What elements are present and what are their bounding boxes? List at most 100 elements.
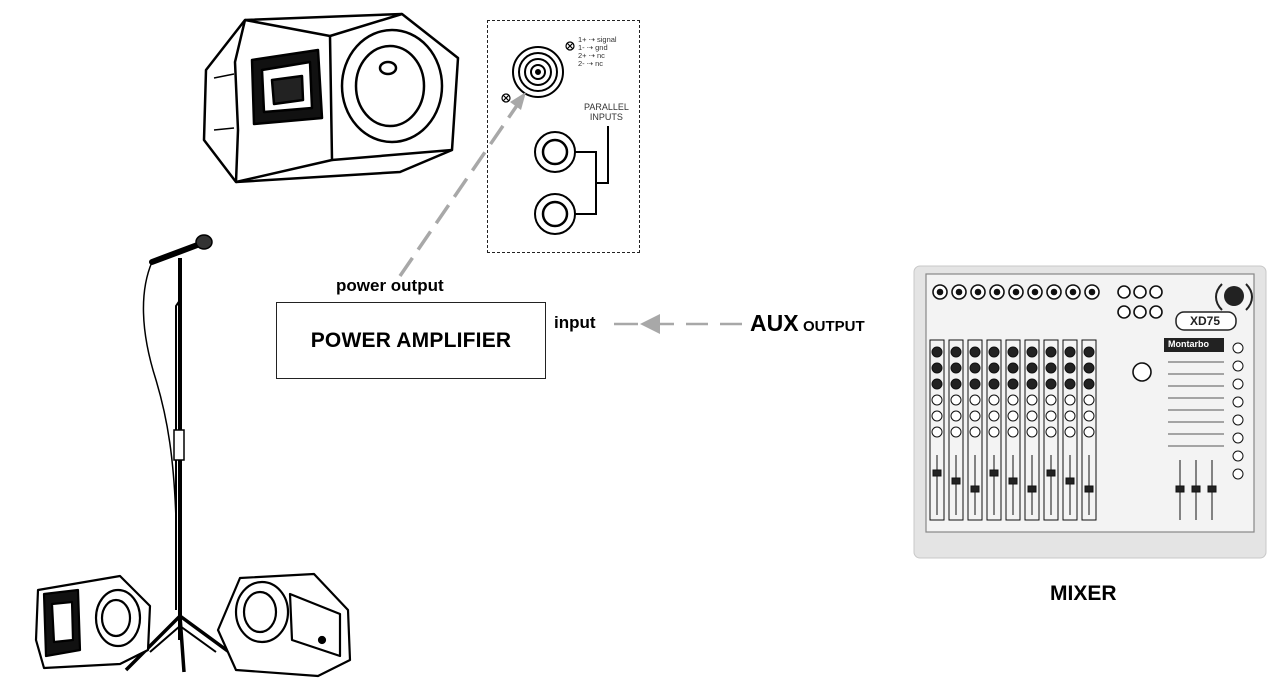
jack-icon: [1117, 285, 1131, 299]
knob-icon: [950, 346, 962, 358]
pin-legend: 1+ ⇢ signal 1- ⇢ gnd 2+ ⇢ nc 2- ⇢ nc: [578, 36, 617, 68]
aux-cable-arrow: [614, 314, 742, 334]
knob-icon: [1064, 394, 1076, 406]
knob-icon: [931, 410, 943, 422]
knob-icon: [950, 378, 962, 390]
knob-icon: [1232, 414, 1244, 426]
channel-strip: [1043, 339, 1059, 521]
knob-icon: [950, 426, 962, 438]
main-speaker-illustration: [202, 12, 460, 184]
fader-cap: [1065, 477, 1075, 485]
power-amplifier-label: POWER AMPLIFIER: [310, 328, 512, 352]
knob-icon: [931, 362, 943, 374]
knob-icon: [1026, 346, 1038, 358]
knob-icon: [988, 426, 1000, 438]
parallel-label: PARALLEL: [584, 102, 629, 112]
knob-icon: [1064, 378, 1076, 390]
pin-legend-line: 1- ⇢ gnd: [578, 43, 608, 52]
knob-icon: [931, 346, 943, 358]
xlr-jack-center: [974, 288, 982, 296]
knob-icon: [1007, 394, 1019, 406]
fader-cap: [1008, 477, 1018, 485]
knob-icon: [969, 346, 981, 358]
knob-icon: [1232, 360, 1244, 372]
channel-strip: [1081, 339, 1097, 521]
knob-icon: [1007, 346, 1019, 358]
knob-icon: [969, 378, 981, 390]
xlr-jack-center: [993, 288, 1001, 296]
knob-icon: [1026, 426, 1038, 438]
knob-icon: [1064, 426, 1076, 438]
output-label: OUTPUT: [803, 318, 865, 335]
knob-icon: [1064, 362, 1076, 374]
knob-icon: [1232, 396, 1244, 408]
knob-icon: [1083, 394, 1095, 406]
knob-icon: [1083, 410, 1095, 422]
left-floor-speaker: [34, 574, 152, 670]
mixer-logo-icon: [1215, 283, 1253, 311]
knob-icon: [950, 410, 962, 422]
mixer-brand: Montarbo: [1168, 339, 1209, 349]
knob-icon: [1026, 378, 1038, 390]
jack-icon: [1149, 285, 1163, 299]
power-amplifier-box: POWER AMPLIFIER: [276, 302, 546, 379]
knob-icon: [988, 362, 1000, 374]
pin-legend-line: 2+ ⇢ nc: [578, 51, 605, 60]
knob-icon: [988, 346, 1000, 358]
knob-icon: [988, 410, 1000, 422]
xlr-jack-center: [1050, 288, 1058, 296]
knob-icon: [1083, 362, 1095, 374]
channel-strip: [986, 339, 1002, 521]
channel-strip: [1005, 339, 1021, 521]
pin-legend-line: 2- ⇢ nc: [578, 59, 604, 68]
knob-icon: [1007, 410, 1019, 422]
xlr-jack-center: [936, 288, 944, 296]
fader-cap: [1175, 485, 1185, 493]
knob-icon: [969, 394, 981, 406]
channel-strip: [929, 339, 945, 521]
channel-strip: [948, 339, 964, 521]
fader-cap: [1207, 485, 1217, 493]
parallel-inputs-label: PARALLEL INPUTS: [584, 102, 629, 122]
knob-icon: [988, 394, 1000, 406]
knob-icon: [1083, 378, 1095, 390]
speaker-input-panel: [487, 20, 640, 253]
pin-legend-line: 1+ ⇢ signal: [578, 35, 617, 44]
knob-icon: [1064, 346, 1076, 358]
jack-icon: [1133, 305, 1147, 319]
knob-icon: [950, 394, 962, 406]
channel-strip: [967, 339, 983, 521]
aux-output-label: AUX OUTPUT: [750, 310, 865, 337]
input-label: input: [554, 313, 596, 332]
screw-icon: [501, 41, 575, 103]
knob-icon: [1083, 346, 1095, 358]
knob-icon: [1045, 394, 1057, 406]
knob-icon: [1045, 346, 1057, 358]
knob-icon: [931, 394, 943, 406]
xlr-jack-center: [1088, 288, 1096, 296]
knob-icon: [969, 362, 981, 374]
fader-cap: [970, 485, 980, 493]
fader-cap: [951, 477, 961, 485]
microphone-stand-illustration: [124, 234, 242, 673]
knob-icon: [1045, 426, 1057, 438]
knob-icon: [1232, 468, 1244, 480]
channel-strip: [1062, 339, 1078, 521]
knob-icon: [1232, 342, 1244, 354]
inputs-label: INPUTS: [589, 112, 623, 122]
parallel-inputs-connectors: [501, 41, 609, 235]
fader-cap: [1046, 469, 1056, 477]
knob-icon: [1232, 450, 1244, 462]
knob-icon: [1064, 410, 1076, 422]
right-floor-speaker: [216, 572, 352, 678]
knob-icon: [1045, 362, 1057, 374]
aux-label: AUX: [750, 310, 799, 336]
jog-wheel-icon: [1132, 362, 1152, 382]
jack-icon: [1133, 285, 1147, 299]
knob-icon: [1007, 362, 1019, 374]
fader-cap: [1191, 485, 1201, 493]
fader-cap: [1027, 485, 1037, 493]
knob-icon: [1083, 426, 1095, 438]
fader-cap: [932, 469, 942, 477]
